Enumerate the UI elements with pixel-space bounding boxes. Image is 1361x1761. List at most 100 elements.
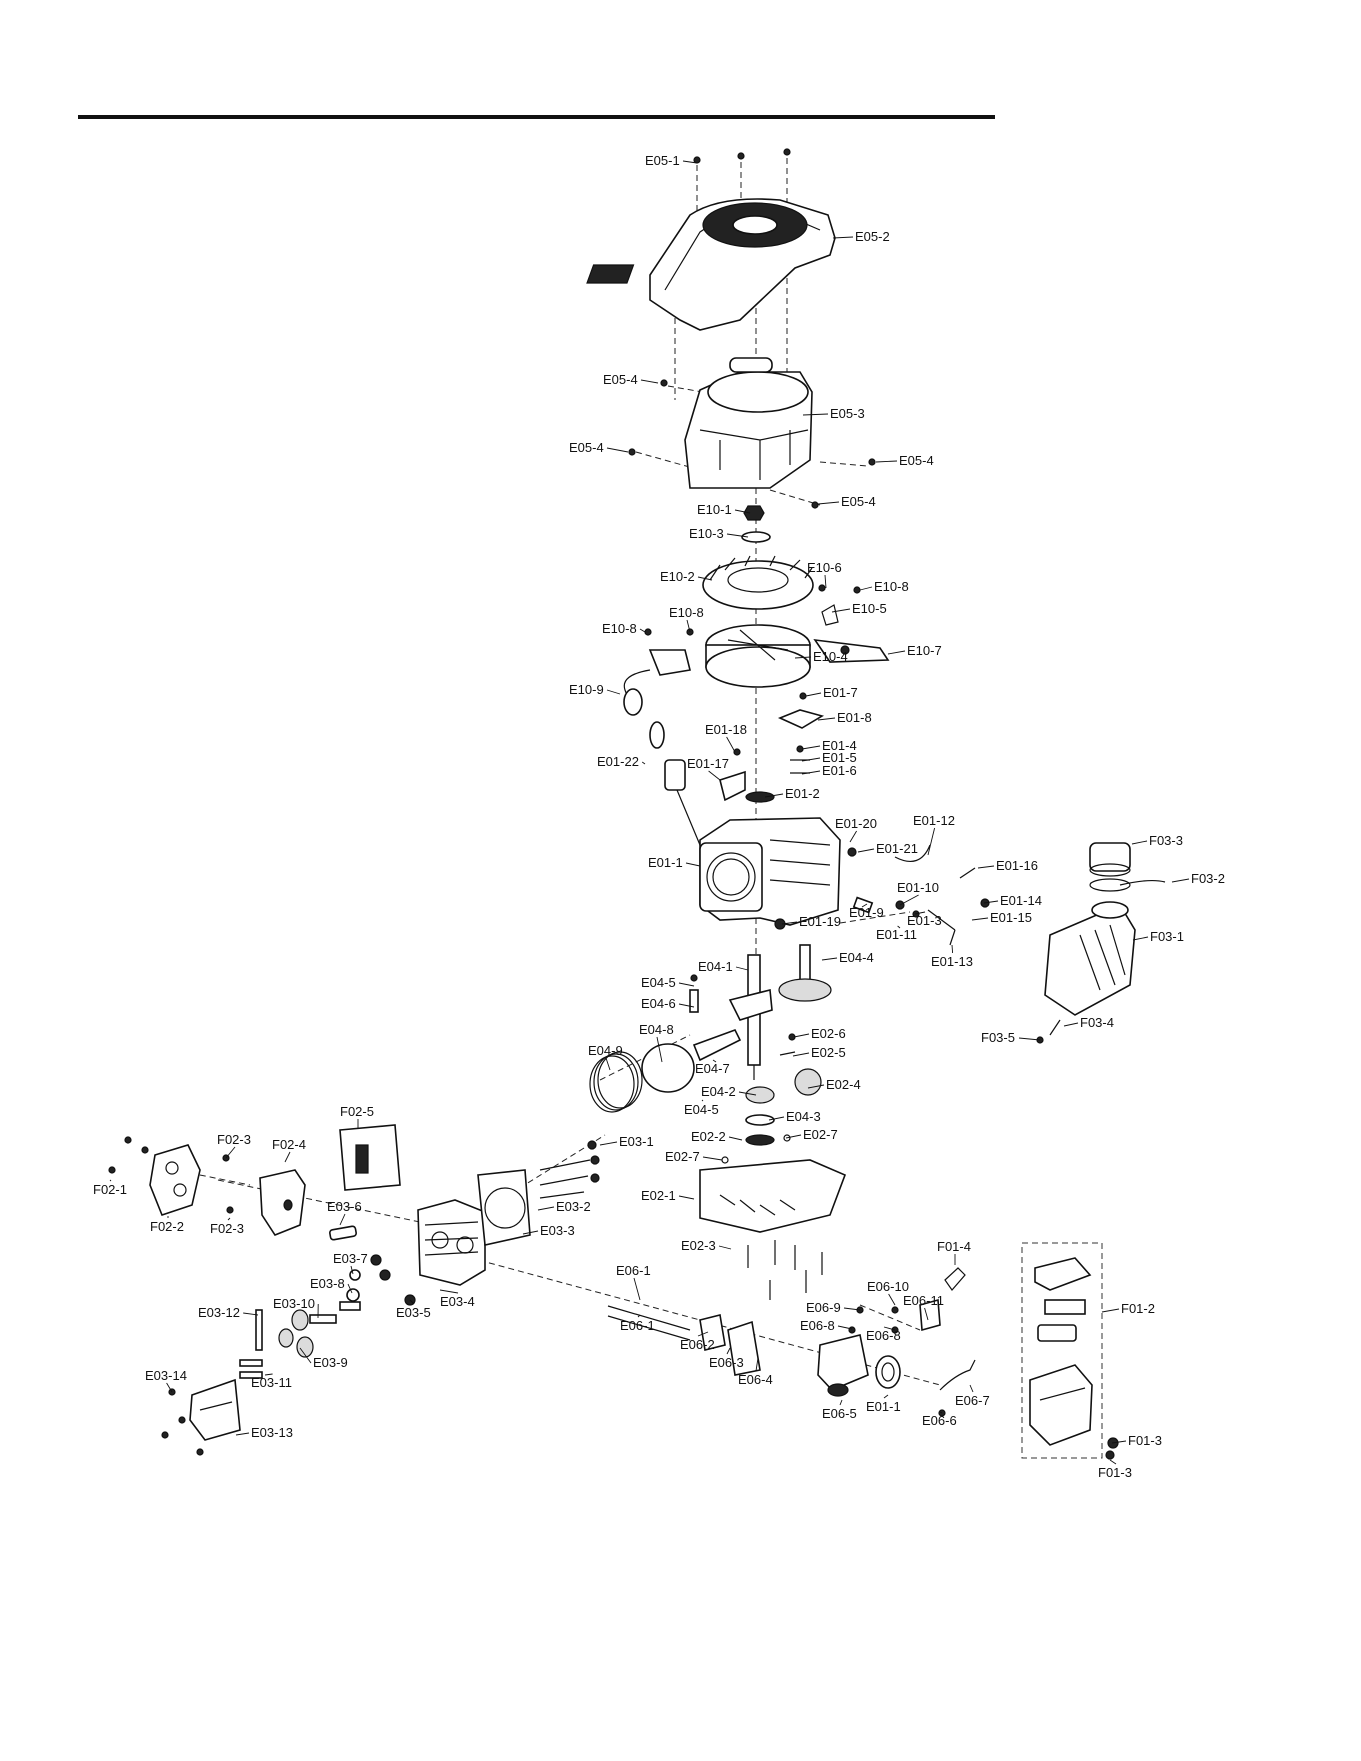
leader-line bbox=[522, 1230, 539, 1235]
leader-line bbox=[801, 745, 821, 750]
part-label: E04-5 bbox=[684, 1102, 719, 1117]
leader-line bbox=[832, 236, 854, 239]
part-label: E05-4 bbox=[603, 372, 638, 387]
leader-line bbox=[861, 903, 868, 908]
part-label: E01-2 bbox=[785, 786, 820, 801]
part-label: E03-3 bbox=[540, 1223, 575, 1238]
leader-line bbox=[883, 1394, 889, 1399]
part-label: F03-2 bbox=[1191, 871, 1225, 886]
part-label: F01-3 bbox=[1098, 1465, 1132, 1480]
leader-line bbox=[977, 865, 995, 869]
part-label: E06-4 bbox=[738, 1372, 773, 1387]
part-label: E04-1 bbox=[698, 959, 733, 974]
part-label: E02-5 bbox=[811, 1045, 846, 1060]
leader-line bbox=[807, 1084, 825, 1089]
part-label: E10-5 bbox=[852, 601, 887, 616]
leader-line bbox=[678, 1195, 695, 1200]
leader-line bbox=[738, 1091, 757, 1096]
part-label: E06-10 bbox=[867, 1279, 909, 1294]
camshaft-gear bbox=[778, 944, 832, 1002]
leader-line bbox=[839, 1399, 843, 1406]
piston-and-rings bbox=[589, 974, 742, 1113]
cover-screws bbox=[693, 148, 791, 164]
part-label: E10-7 bbox=[907, 643, 942, 658]
part-label: E01-8 bbox=[837, 710, 872, 725]
part-label: F02-2 bbox=[150, 1219, 184, 1234]
part-label: F01-2 bbox=[1121, 1301, 1155, 1316]
leader-line bbox=[1111, 1440, 1127, 1444]
leader-line bbox=[347, 1283, 353, 1294]
leader-line bbox=[678, 982, 695, 987]
part-label: E01-12 bbox=[913, 813, 955, 828]
leader-line bbox=[718, 1245, 732, 1250]
leader-line bbox=[685, 862, 701, 867]
part-label: E06-1 bbox=[620, 1318, 655, 1333]
part-label: E01-1 bbox=[648, 855, 683, 870]
head-gasket bbox=[477, 1169, 531, 1246]
part-label: E01-20 bbox=[835, 816, 877, 831]
housing-bolts bbox=[628, 379, 876, 509]
dipstick bbox=[649, 721, 701, 846]
leader-line bbox=[805, 692, 822, 697]
part-label: E06-1 bbox=[616, 1263, 651, 1278]
leader-line bbox=[875, 460, 898, 463]
governor-plate bbox=[644, 584, 890, 663]
leader-line bbox=[1018, 1037, 1041, 1041]
part-label: E10-3 bbox=[689, 526, 724, 541]
leader-line bbox=[924, 1307, 929, 1321]
leader-line bbox=[1132, 936, 1149, 941]
leader-line bbox=[633, 1277, 641, 1301]
part-label: E03-13 bbox=[251, 1425, 293, 1440]
leader-line bbox=[927, 827, 936, 856]
part-label: E06-8 bbox=[866, 1328, 901, 1343]
part-label: E04-3 bbox=[786, 1109, 821, 1124]
part-label: E06-6 bbox=[922, 1413, 957, 1428]
part-label: E01-1 bbox=[866, 1399, 901, 1414]
part-label: E03-9 bbox=[313, 1355, 348, 1370]
part-label: F03-3 bbox=[1149, 833, 1183, 848]
leader-line bbox=[785, 1134, 802, 1139]
part-label: E01-16 bbox=[996, 858, 1038, 873]
part-label: E06-11 bbox=[903, 1293, 944, 1308]
flywheel bbox=[705, 624, 811, 688]
part-label: E04-5 bbox=[641, 975, 676, 990]
flywheel-fan bbox=[702, 555, 814, 610]
part-label: F01-4 bbox=[937, 1239, 971, 1254]
part-label: E03-4 bbox=[440, 1294, 475, 1309]
leader-line bbox=[599, 1141, 618, 1146]
part-label: E04-8 bbox=[639, 1022, 674, 1037]
part-label: E06-8 bbox=[800, 1318, 835, 1333]
part-label: E02-6 bbox=[811, 1026, 846, 1041]
part-label: E04-7 bbox=[695, 1061, 730, 1076]
part-label: F01-3 bbox=[1128, 1433, 1162, 1448]
leader-line bbox=[166, 1382, 173, 1393]
leader-line bbox=[857, 848, 875, 853]
leader-line bbox=[951, 944, 954, 954]
part-label: E03-10 bbox=[273, 1296, 315, 1311]
leader-line bbox=[235, 1432, 250, 1436]
leader-line bbox=[914, 911, 926, 915]
blower-cover bbox=[586, 198, 836, 331]
part-label: F02-1 bbox=[93, 1182, 127, 1197]
leader-line bbox=[837, 1325, 853, 1330]
leader-line bbox=[686, 619, 691, 633]
part-label: E05-1 bbox=[645, 153, 680, 168]
leader-line bbox=[794, 656, 812, 659]
part-label: E01-22 bbox=[597, 754, 639, 769]
leader-line bbox=[821, 957, 838, 961]
leader-line bbox=[1171, 878, 1190, 883]
leader-line bbox=[831, 608, 851, 613]
leader-line bbox=[755, 1357, 759, 1372]
part-label: F03-4 bbox=[1080, 1015, 1114, 1030]
leader-line bbox=[939, 1411, 943, 1414]
crankcase bbox=[699, 817, 841, 926]
part-label: E03-7 bbox=[333, 1251, 368, 1266]
leader-line bbox=[299, 1347, 312, 1364]
head-bolts bbox=[539, 1140, 600, 1199]
leader-line bbox=[701, 1099, 704, 1102]
leader-line bbox=[801, 770, 821, 775]
part-label: E01-18 bbox=[705, 722, 747, 737]
part-label: E02-7 bbox=[665, 1149, 700, 1164]
valve-cover bbox=[161, 1359, 263, 1456]
